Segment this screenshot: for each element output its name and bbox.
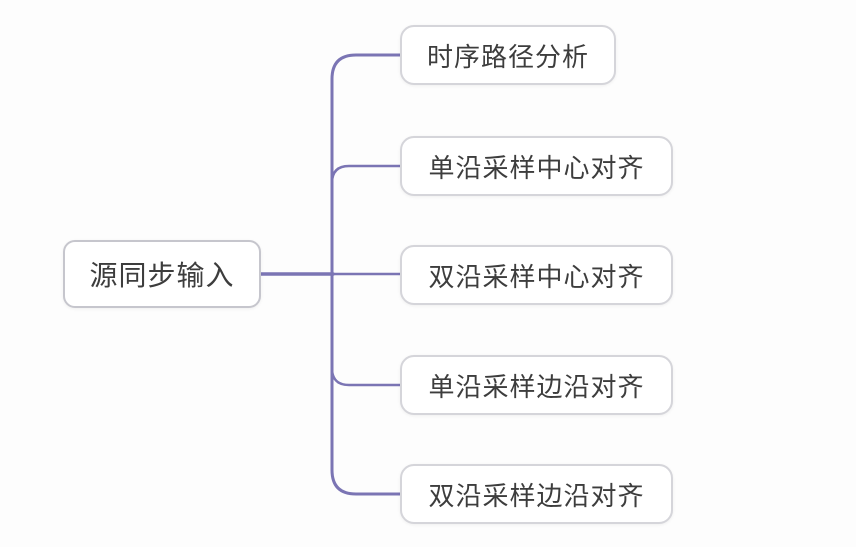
- connector-branch-2: [330, 164, 402, 185]
- child-node-label: 时序路径分析: [426, 41, 589, 72]
- child-node-timing-path-analysis[interactable]: 时序路径分析: [400, 25, 616, 85]
- child-node-label: 双沿采样中心对齐: [428, 261, 645, 292]
- child-node-single-edge-center-aligned[interactable]: 单沿采样中心对齐: [400, 136, 673, 196]
- child-node-single-edge-edge-aligned[interactable]: 单沿采样边沿对齐: [400, 355, 673, 415]
- child-node-double-edge-center-aligned[interactable]: 双沿采样中心对齐: [400, 245, 673, 305]
- child-node-label: 单沿采样边沿对齐: [428, 371, 645, 402]
- connector-branch-4: [330, 366, 402, 387]
- root-node-label: 源同步输入: [89, 260, 235, 291]
- root-node[interactable]: 源同步输入: [63, 240, 261, 308]
- child-node-label: 双沿采样边沿对齐: [428, 480, 645, 511]
- connector-trunk: [330, 53, 402, 496]
- child-node-label: 单沿采样中心对齐: [428, 152, 645, 183]
- child-node-double-edge-edge-aligned[interactable]: 双沿采样边沿对齐: [400, 464, 673, 524]
